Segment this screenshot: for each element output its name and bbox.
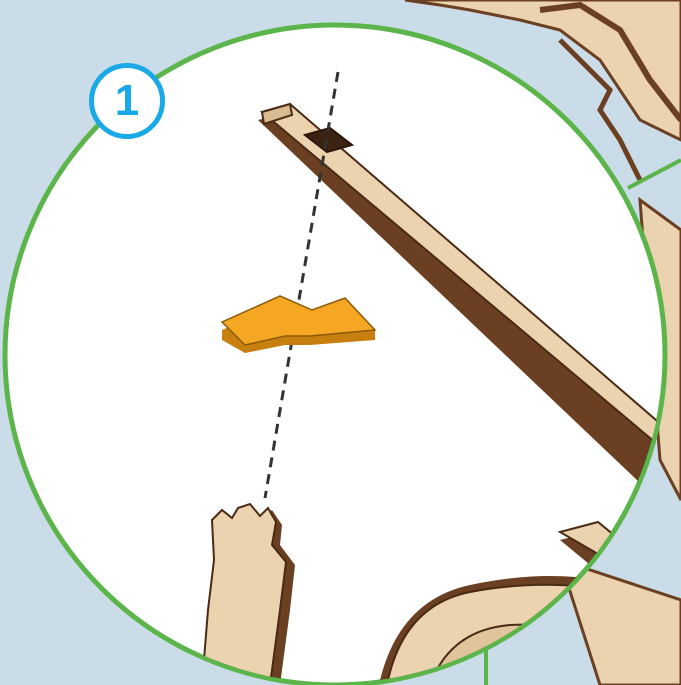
step-number: 1 [115, 79, 139, 123]
step-number-badge: 1 [89, 63, 165, 139]
lower-tab-part [202, 504, 295, 685]
